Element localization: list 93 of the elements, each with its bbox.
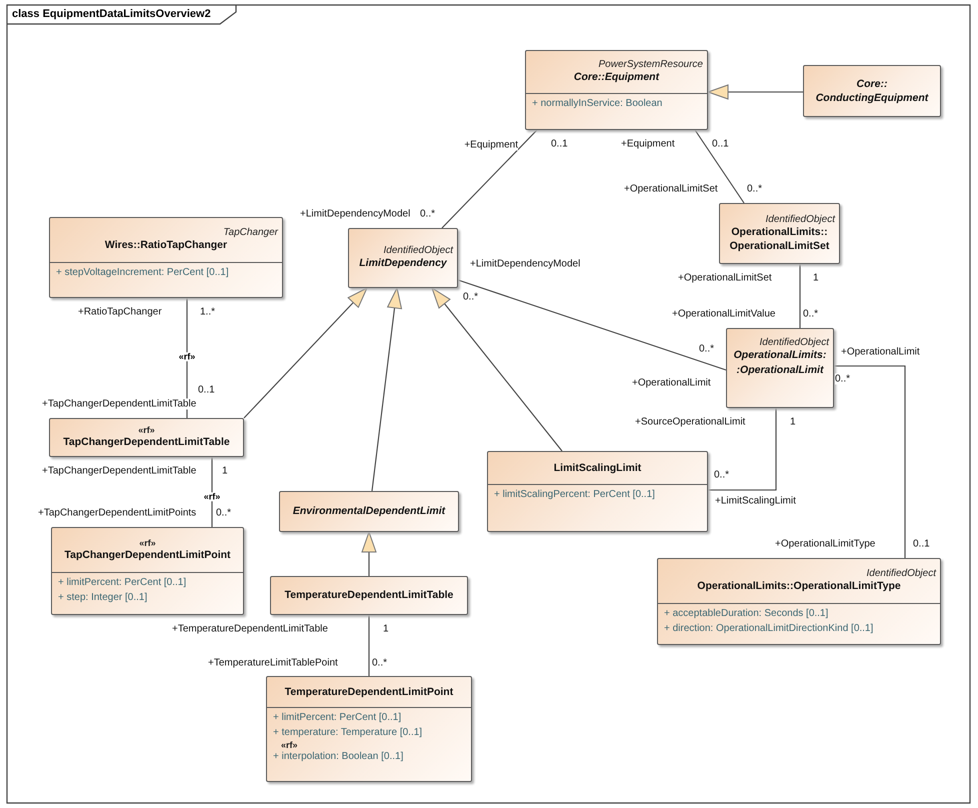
association-end-label: +OperationalLimit (841, 346, 920, 358)
attribute-text: + stepVoltageIncrement: PerCent [0..1] (56, 266, 230, 280)
attribute-text: + direction: OperationalLimitDirectionKind [0..1] (664, 622, 874, 636)
association-end-label: 0..* (714, 470, 730, 480)
association-end-label: 0..* (699, 344, 714, 354)
association-end-label: 0..1 (712, 138, 729, 150)
diagram-title: class EquipmentDataLimitsOverview2 (12, 8, 211, 20)
inheritance-arrow (708, 84, 803, 100)
class-box (266, 676, 472, 782)
parent-class-label: PowerSystemResource (598, 59, 703, 70)
association-end-label: +OperationalLimitValue (672, 308, 776, 320)
parent-class-label: TapChanger (222, 227, 278, 238)
class-name: OperationalLimits: :OperationalLimit (732, 348, 828, 377)
association-line (834, 365, 906, 558)
stereotype-label: «rf» (137, 425, 156, 436)
class-name: TapChangerDependentLimitPoint (63, 548, 232, 562)
association-end-label: +LimitDependencyModel (470, 258, 580, 270)
association-end-label: 0..* (747, 184, 762, 194)
association-line (211, 457, 213, 527)
parent-class-label: IdentifiedObject (758, 337, 829, 348)
class-box (270, 576, 468, 615)
class-box (726, 328, 834, 408)
class-name: LimitDependency (358, 256, 448, 271)
association-end-label: +OperationalLimitSet (678, 272, 772, 284)
association-end-label: +OperationalLimitSet (624, 184, 718, 194)
attribute-text: + acceptableDuration: Seconds [0..1] (664, 607, 830, 621)
association-end-label: 1 (383, 624, 389, 634)
class-name: OperationalLimits:: OperationalLimitSet (728, 224, 830, 254)
class-name: Wires::RatioTapChanger (104, 238, 228, 253)
attribute-text: + temperature: Temperature [0..1] (273, 726, 424, 740)
association-line (186, 298, 188, 418)
association-end-label: 1 (222, 466, 228, 476)
stereotype-label: «rf» (138, 538, 157, 548)
association-end-label: +TemperatureLimitTablePoint (208, 658, 338, 668)
association-end-label: +TemperatureDependentLimitTable (172, 624, 328, 634)
association-end-label: +SourceOperationalLimit (635, 416, 746, 428)
association-end-label: +OperationalLimit (632, 378, 711, 388)
class-box (348, 228, 458, 288)
class-name: Core::Equipment (572, 70, 660, 85)
association-line (694, 130, 744, 204)
association-line (442, 130, 538, 228)
class-box (279, 491, 459, 532)
association-end-label: 0..* (372, 658, 388, 668)
class-box (719, 203, 840, 264)
association-end-label: 0..* (420, 208, 436, 220)
association-end-label: 0..1 (198, 384, 215, 396)
stereotype-label: «rf» (280, 740, 299, 750)
class-name: TemperatureDependentLimitPoint (284, 684, 454, 700)
association-line (458, 279, 726, 371)
association-end-label: 1..* (200, 306, 216, 318)
class-box (657, 558, 941, 645)
inheritance-arrow (244, 288, 368, 418)
attribute-text: + normallyInService: Boolean (532, 97, 664, 111)
class-name: OperationalLimits::OperationalLimitType (696, 579, 902, 594)
class-name: LimitScalingLimit (552, 460, 642, 476)
association-end-label: +Equipment (464, 140, 518, 150)
association-end-label: 0..* (216, 508, 232, 518)
class-name: TemperatureDependentLimitTable (284, 588, 454, 603)
association-end-label: 0..1 (913, 538, 930, 550)
attribute-text: + limitPercent: PerCent [0..1] (58, 576, 188, 590)
inheritance-arrow (432, 288, 562, 452)
attribute-text: + step: Integer [0..1] (58, 590, 148, 604)
association-end-label: 1 (813, 272, 819, 284)
inheritance-arrow (371, 288, 402, 492)
class-name: EnvironmentalDependentLimit (292, 504, 446, 519)
parent-class-label: IdentifiedObject (382, 245, 453, 256)
association-line (799, 264, 801, 328)
parent-class-label: IdentifiedObject (866, 568, 936, 580)
attribute-text: + interpolation: Boolean [0..1] (273, 750, 404, 764)
class-name: TapChangerDependentLimitTable (62, 435, 231, 450)
association-end-label: +TapChangerDependentLimitTable (42, 398, 196, 410)
class-box (803, 65, 941, 117)
association-end-label: 0..* (463, 292, 478, 302)
attribute-text: + limitPercent: PerCent [0..1] (273, 711, 402, 725)
class-box (51, 527, 244, 615)
association-line (368, 615, 370, 676)
association-end-label: +LimitDependencyModel (300, 208, 410, 220)
association-end-label: 1 (790, 416, 796, 428)
inheritance-arrow (362, 532, 376, 576)
class-box (487, 451, 708, 532)
class-box (49, 418, 244, 457)
association-end-label: +LimitScalingLimit (715, 496, 796, 506)
association-end-label: 0..* (835, 374, 850, 384)
attribute-text: + limitScalingPercent: PerCent [0..1] (494, 488, 656, 502)
class-name: Core:: ConductingEquipment (814, 76, 930, 106)
class-box (525, 50, 708, 130)
class-box (49, 217, 283, 298)
association-end-label: 0..1 (551, 138, 568, 150)
association-end-label: 0..* (803, 308, 818, 320)
association-line (708, 408, 777, 491)
edge-label: «rf» (178, 352, 196, 362)
parent-class-label: IdentifiedObject (764, 214, 835, 225)
edge-label: «rf» (204, 492, 220, 502)
